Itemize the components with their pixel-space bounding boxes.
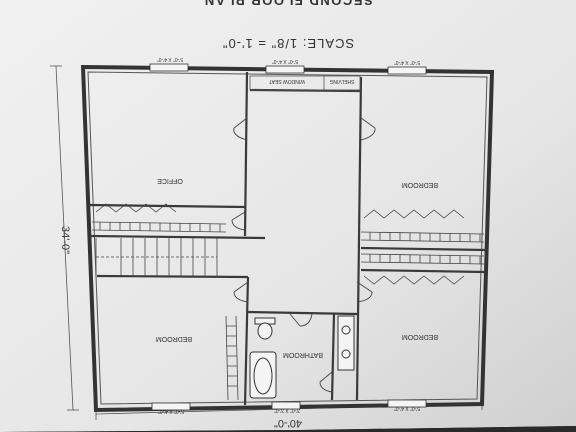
- office-closet-rod: [91, 221, 227, 233]
- window-seat: WINDOW SEAT SHELVING: [249, 75, 361, 91]
- plan-scale: SCALE: 1/8" = 1'-0": [222, 36, 354, 51]
- door-bedroom-ne: [360, 117, 376, 141]
- door-swings: [231, 117, 376, 393]
- window-bottom-right: [387, 399, 427, 408]
- width-dimension: 40'-0": [274, 417, 302, 429]
- window-bottom-right-label: 5'-0" X 4'-0": [394, 405, 420, 411]
- bathroom-fixtures: [249, 315, 355, 399]
- window-top-left: [149, 63, 189, 72]
- window-top-right: [387, 66, 427, 75]
- window-seat-label: WINDOW SEAT: [269, 78, 305, 84]
- door-bedroom-sw: [233, 281, 249, 303]
- toilet-bowl: [257, 322, 273, 340]
- bath-east-wall: [330, 313, 336, 401]
- ne-zigzag: [363, 209, 465, 219]
- door-closet: [231, 211, 246, 231]
- stairs: [95, 238, 218, 276]
- window-bottom-mid-label: 3'-0" X 3'-0": [274, 407, 300, 413]
- window-bottom-mid: [271, 401, 301, 410]
- shelving-label: SHELVING: [329, 78, 354, 84]
- tub-basin: [253, 357, 273, 395]
- plan-heading: SCALE: 1/8" = 1'-0" SECOND FLOOR PLAN: [203, 0, 372, 51]
- vanity: [337, 315, 355, 371]
- interior-walls: [89, 71, 487, 406]
- sink-1: [341, 325, 351, 335]
- closet-wall: [89, 234, 266, 240]
- se-closet-rod: [360, 253, 485, 265]
- window-labels: 5'-0" X 4'-0" 5'-0" X 4'-0" 5'-0" X 4'-0…: [157, 56, 420, 414]
- exterior-wall: [80, 64, 495, 413]
- room-label-office: OFFICE: [157, 177, 183, 184]
- door-linen: [319, 371, 333, 393]
- windows: [149, 63, 427, 411]
- door-bedroom-se: [356, 281, 373, 303]
- table-shadow: [0, 426, 576, 432]
- depth-dimension: 34'-0": [59, 226, 71, 254]
- room-label-bedroom-ne: BEDROOM: [402, 181, 438, 188]
- bed-ne-south-wall: [360, 246, 487, 252]
- sink-2: [341, 349, 351, 359]
- window-top-mid: [265, 65, 305, 74]
- room-label-bedroom-sw: BEDROOM: [156, 335, 192, 342]
- room-label-bathroom: BATHROOM: [283, 351, 323, 358]
- hall-east-wall: [355, 76, 363, 401]
- closet-shelving: [91, 203, 485, 401]
- window-bottom-left: [151, 402, 191, 411]
- bed-se-north-wall: [360, 268, 486, 274]
- room-label-bedroom-se: BEDROOM: [402, 333, 438, 340]
- office-zigzag: [95, 203, 177, 213]
- window-top-left-label: 5'-0" X 4'-0": [157, 56, 183, 62]
- office-east-wall: [243, 71, 249, 237]
- stair-south-wall: [96, 274, 249, 279]
- window-bottom-left-label: 5'-0" X 4'-0": [158, 408, 184, 414]
- ne-closet-rod: [360, 231, 485, 243]
- office-south-wall: [89, 203, 246, 209]
- door-bath: [289, 313, 313, 327]
- plan-title: SECOND FLOOR PLAN: [203, 0, 372, 8]
- window-top-right-label: 5'-0" X 4'-0": [394, 59, 420, 65]
- overall-depth-label: 34'-0": [59, 226, 71, 254]
- bath-north-wall: [247, 310, 358, 316]
- window-top-mid-label: 5'-0" X 4'-0": [272, 58, 298, 64]
- door-office: [233, 117, 248, 141]
- se-zigzag: [363, 275, 465, 285]
- hall-west-wall-lower: [243, 276, 250, 406]
- overall-width-label: 40'-0": [274, 417, 302, 429]
